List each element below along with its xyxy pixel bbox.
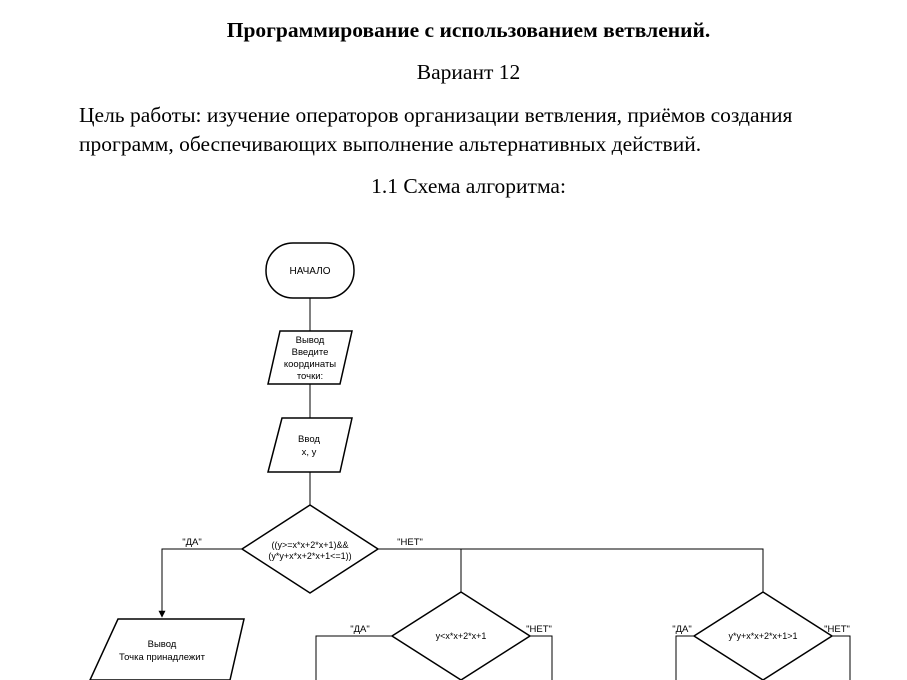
output-prompt-line-2: Введите [292,347,329,358]
decision-1: ((y>=x*x+2*x+1)&& (y*y+x*x+2*x+1<=1)) [240,504,380,594]
decision-2-label: y<x*x+2*x+1 [436,631,487,641]
output-belongs-line-2: Точка принадлежит [119,652,206,663]
output-prompt-line-1: Вывод [296,335,325,346]
decision-1-yes-label: "ДА" [182,537,202,548]
goal-line-2: программ, обеспечивающих выполнение альт… [79,132,702,156]
variant-label: Вариант 12 [416,60,521,84]
connector-decision1-no [378,548,764,592]
output-prompt-line-4: точки: [297,371,323,382]
output-prompt-line-3: координаты [284,359,336,370]
decision-3-label: y*y+x*x+2*x+1>1 [728,631,797,641]
goal-paragraph: Цель работы: изучение операторов организ… [79,101,879,159]
decision-3-yes-label: "ДА" [672,624,692,635]
input-block: Ввод x, y [267,417,353,473]
output-belongs-block: Вывод Точка принадлежит [89,618,245,680]
flow-connectors [158,298,851,680]
page-title: Программирование с использованием ветвле… [226,18,711,42]
connector-decision2-yes [315,635,392,680]
start-terminator: НАЧАЛО [265,242,355,299]
connector-decision1-yes [158,548,242,618]
decision-3: y*y+x*x+2*x+1>1 [692,591,834,680]
connector-decision3-yes [675,635,694,680]
output-belongs-line-1: Вывод [148,639,177,650]
section-heading: 1.1 Схема алгоритма: [371,174,566,198]
decision-2: y<x*x+2*x+1 [390,591,532,680]
decision-1-line-1: ((y>=x*x+2*x+1)&& [271,540,348,550]
decision-1-line-2: (y*y+x*x+2*x+1<=1)) [268,551,351,561]
decision-1-no-label: "НЕТ" [397,537,423,548]
decision-2-no-label: "НЕТ" [526,624,552,635]
connector-decision3-no [832,635,851,680]
connector-decision2-no [530,635,553,680]
input-line-1: Ввод [298,434,320,445]
output-prompt-block: Вывод Введите координаты точки: [267,330,353,385]
start-label: НАЧАЛО [289,266,330,277]
input-line-2: x, y [302,447,317,458]
decision-2-yes-label: "ДА" [350,624,370,635]
decision-3-no-label: "НЕТ" [824,624,850,635]
goal-line-1: Цель работы: изучение операторов организ… [79,103,793,127]
